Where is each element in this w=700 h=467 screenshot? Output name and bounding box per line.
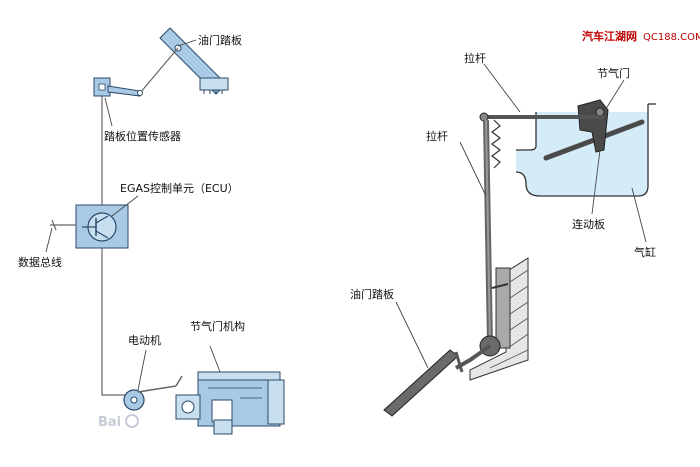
throttle-window [211,399,233,423]
pedal-link-rod [139,47,179,94]
label-electric-motor: 电动机 [128,333,161,347]
left-diagram: 油门踏板 踏板位置传感器 EGAS控制单元（ECU） 数据总线 电动机 节气门机… [18,27,285,435]
label-throttle-mechanism: 节气门机构 [190,319,245,333]
firewall [469,257,529,381]
sensor-joint [137,90,143,96]
right-pointers [395,63,647,369]
bracket-bolt [491,283,509,289]
pedal-mount-bracket [495,267,511,349]
right-diagram: 拉杆 节气门 拉杆 连动板 气缸 油门踏板 [350,51,656,417]
pedal-base [200,89,228,94]
throttle-foot [213,419,233,435]
label-linkage-plate: 连动板 [572,217,605,231]
return-spring [491,119,501,169]
firewall-panel [469,257,529,381]
throttle-top-flange [197,371,281,381]
transistor-collector [95,215,109,224]
linkage-pivot [595,107,605,117]
label-top-pull-rod: 拉杆 [464,51,486,65]
sensor-window [98,83,106,91]
watermark-domain: QC188.COM [643,32,700,43]
label-pedal-position-sensor: 踏板位置传感器 [104,129,181,143]
electric-motor [123,375,183,411]
left-pointers [45,39,221,391]
pedal-position-sensor [93,77,143,97]
linkage-plate [577,99,609,153]
label-left-accelerator-pedal: 油门踏板 [198,33,242,47]
throttle-gear [181,400,195,414]
baidu-paw-icon [125,414,139,428]
baidu-watermark: Bai [98,415,121,430]
watermark: 汽车江湖网 QC188.COM [582,29,700,43]
label-cylinder: 气缸 [634,245,656,259]
throttle-mechanism [175,371,285,435]
vertical-pull-rod-highlight [485,119,491,346]
label-right-accelerator-pedal: 油门踏板 [350,287,394,301]
sensor-lever [107,85,141,97]
top-rod-joint [479,112,489,122]
ecu-unit [75,204,129,249]
data-bus-break [51,219,57,231]
pedal-pad [199,77,229,91]
transistor-emitter [95,230,109,239]
firewall-hatch [489,269,529,369]
motor-link [137,385,177,393]
label-data-bus: 数据总线 [18,255,62,269]
motor-wire [101,248,132,396]
right-accelerator-pedal [383,349,459,417]
motor-hub [130,396,138,404]
label-throttle-valve: 节气门 [597,66,630,80]
pedal-hinge [454,351,464,373]
watermark-site: 汽车江湖网 [582,29,637,43]
label-side-pull-rod: 拉杆 [426,129,448,143]
label-egas-ecu: EGAS控制单元（ECU） [120,181,239,195]
motor-link-2 [175,375,183,387]
throttle-side-flange [267,379,285,425]
cylinder-wall-right [515,104,649,197]
